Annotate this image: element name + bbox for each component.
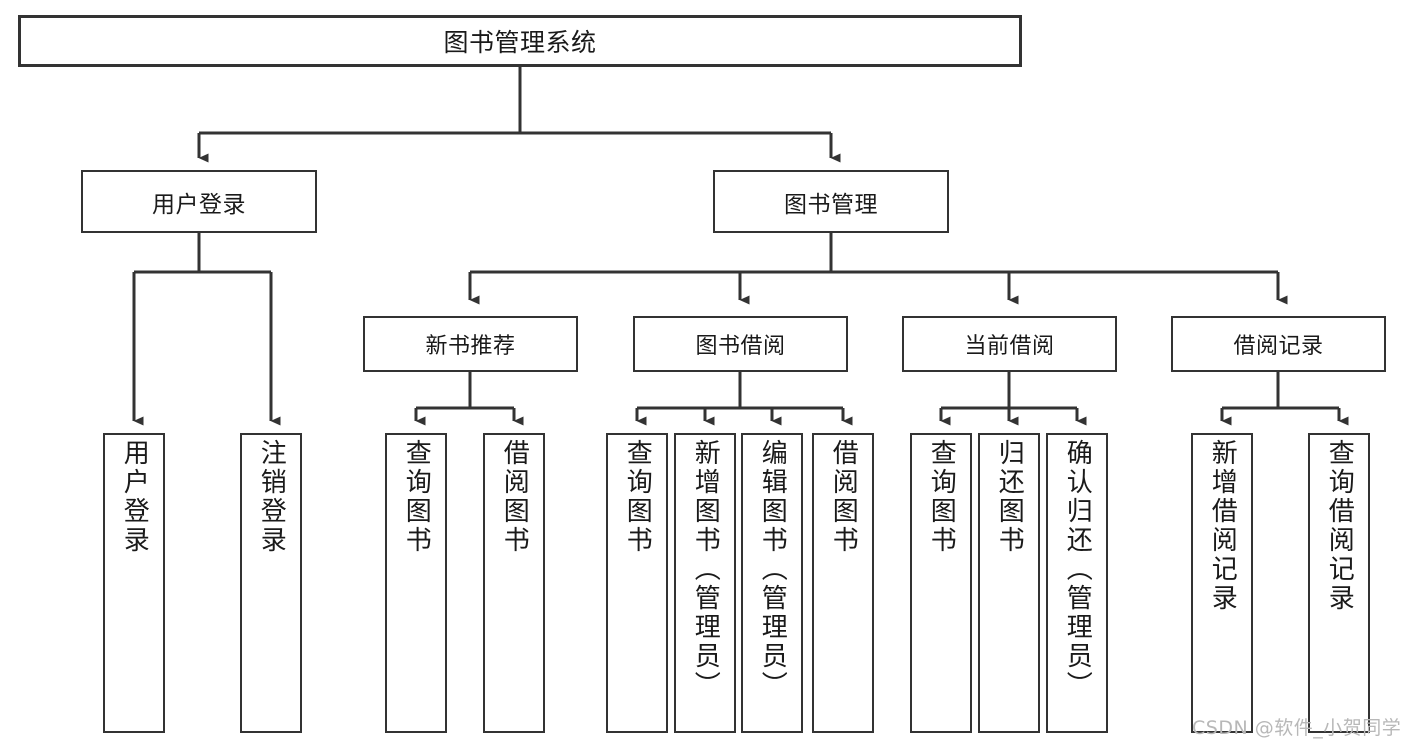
node-label: 新书推荐: [425, 334, 516, 359]
node-root-system[interactable]: 图书管理系统: [18, 15, 1022, 67]
node-label: 查询图书: [926, 439, 957, 555]
node-label: 用户登录: [119, 439, 150, 555]
node-label: 归还图书: [994, 439, 1025, 555]
node-label: 借阅记录: [1233, 334, 1324, 359]
leaf-query-book-recommend[interactable]: 查询图书: [385, 433, 447, 733]
node-label: 用户登录: [152, 191, 246, 218]
node-label: 编辑图书（管理员）: [757, 439, 788, 700]
node-book-borrow[interactable]: 图书借阅: [633, 316, 848, 372]
node-label: 新增图书（管理员）: [690, 439, 721, 700]
node-label: 确认归还（管理员）: [1062, 439, 1093, 700]
node-label: 图书借阅: [695, 334, 786, 359]
node-label: 借阅图书: [828, 439, 859, 555]
node-current-borrow[interactable]: 当前借阅: [902, 316, 1117, 372]
node-label: 当前借阅: [964, 334, 1055, 359]
node-borrow-record[interactable]: 借阅记录: [1171, 316, 1386, 372]
node-label: 查询图书: [622, 439, 653, 555]
node-label: 图书管理: [784, 191, 878, 218]
leaf-user-login[interactable]: 用户登录: [103, 433, 165, 733]
leaf-add-book-admin[interactable]: 新增图书（管理员）: [674, 433, 736, 733]
leaf-add-borrow-record[interactable]: 新增借阅记录: [1191, 433, 1253, 733]
node-book-management[interactable]: 图书管理: [713, 170, 949, 233]
leaf-borrow-book-recommend[interactable]: 借阅图书: [483, 433, 545, 733]
leaf-query-book-current[interactable]: 查询图书: [910, 433, 972, 733]
node-label: 查询借阅记录: [1324, 439, 1355, 613]
leaf-borrow-book[interactable]: 借阅图书: [812, 433, 874, 733]
node-label: 借阅图书: [499, 439, 530, 555]
leaf-query-book-borrow[interactable]: 查询图书: [606, 433, 668, 733]
watermark-text: CSDN @软件_小贺同学: [1192, 717, 1402, 739]
leaf-query-borrow-record[interactable]: 查询借阅记录: [1308, 433, 1370, 733]
leaf-return-book[interactable]: 归还图书: [978, 433, 1040, 733]
node-label: 注销登录: [256, 439, 287, 555]
node-label: 查询图书: [401, 439, 432, 555]
node-label: 新增借阅记录: [1207, 439, 1238, 613]
leaf-edit-book-admin[interactable]: 编辑图书（管理员）: [741, 433, 803, 733]
leaf-logout[interactable]: 注销登录: [240, 433, 302, 733]
node-label: 图书管理系统: [443, 28, 597, 57]
leaf-confirm-return-admin[interactable]: 确认归还（管理员）: [1046, 433, 1108, 733]
node-new-book-recommend[interactable]: 新书推荐: [363, 316, 578, 372]
node-user-login[interactable]: 用户登录: [81, 170, 317, 233]
